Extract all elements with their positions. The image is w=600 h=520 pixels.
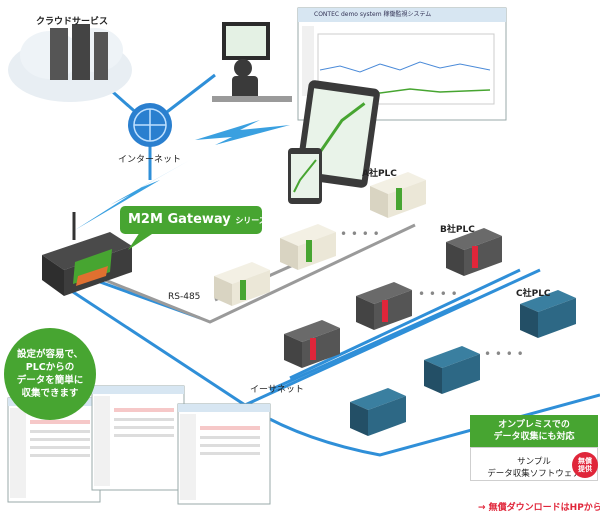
bubble-line: PLCからの <box>25 362 75 373</box>
bubble-line: 収集できます <box>21 388 79 399</box>
dots-separator: • • • • <box>340 227 380 241</box>
wireless-bolt-icon <box>75 160 190 230</box>
badge-line: 提供 <box>578 465 592 473</box>
promo-body-line: データ収集ソフトウェア <box>487 469 581 479</box>
plc-unit-icon <box>280 224 336 270</box>
operator-workstation-icon <box>212 22 292 102</box>
plc-unit-icon <box>284 320 340 368</box>
gateway-callout-pointer <box>128 232 155 250</box>
wireless-bolt-icon <box>195 120 290 145</box>
rs485-label: RS-485 <box>168 292 201 302</box>
dots-separator: • • • • <box>418 287 458 301</box>
bubble-line: 設定が容易で、 <box>16 349 84 360</box>
m2m-gateway-device-icon <box>42 212 132 296</box>
plc-unit-icon <box>356 282 412 330</box>
smartphone-icon <box>288 148 322 204</box>
bubble-line: データを簡単に <box>16 375 84 386</box>
promo-body-line: サンプル <box>517 457 551 467</box>
plc-a-units: • • • • <box>214 172 426 306</box>
promo-head-line: オンプレミスでの <box>498 420 570 430</box>
plc-unit-icon <box>520 290 576 338</box>
plc-c-label: C社PLC <box>516 289 551 299</box>
internet-label: インターネット <box>118 155 182 165</box>
plc-c-units: • • • • <box>350 290 576 436</box>
plc-b-units: • • • • <box>284 228 502 368</box>
config-window <box>91 385 185 491</box>
promo-header: オンプレミスでの データ収集にも対応 <box>470 415 598 447</box>
monitor-window <box>297 7 507 121</box>
dots-separator: • • • • <box>484 347 524 361</box>
promo-head-line: データ収集にも対応 <box>493 432 575 442</box>
gateway-series-title: M2M Gateway シリーズ <box>120 206 267 234</box>
plc-unit-icon <box>446 228 502 276</box>
plc-a-label: A社PLC <box>362 169 397 179</box>
software-promo: オンプレミスでの データ収集にも対応 サンプル データ収集ソフトウェア <box>470 415 598 489</box>
config-window <box>177 403 271 505</box>
plc-unit-icon <box>350 388 406 436</box>
plc-unit-icon <box>214 262 270 306</box>
badge-line: 無償 <box>578 457 592 465</box>
ethernet-label: イーサネット <box>250 385 304 395</box>
gateway-name: M2M Gateway <box>128 212 231 227</box>
config-screens <box>7 385 271 505</box>
cloud-label: クラウドサービス <box>36 17 109 27</box>
feature-bubble: 設定が容易で、 PLCからの データを簡単に 収集できます <box>4 328 96 420</box>
globe-icon <box>128 103 172 147</box>
plc-unit-icon <box>370 172 426 218</box>
free-badge: 無償 提供 <box>572 452 598 478</box>
download-link[interactable]: → 無償ダウンロードはHPから <box>478 503 600 513</box>
gateway-suffix: シリーズ <box>235 216 267 225</box>
cloud-icon <box>8 24 132 102</box>
monitor-title: CONTEC demo system 稼働監視システム <box>314 11 432 18</box>
plc-b-label: B社PLC <box>440 225 475 235</box>
plc-unit-icon <box>424 346 480 394</box>
